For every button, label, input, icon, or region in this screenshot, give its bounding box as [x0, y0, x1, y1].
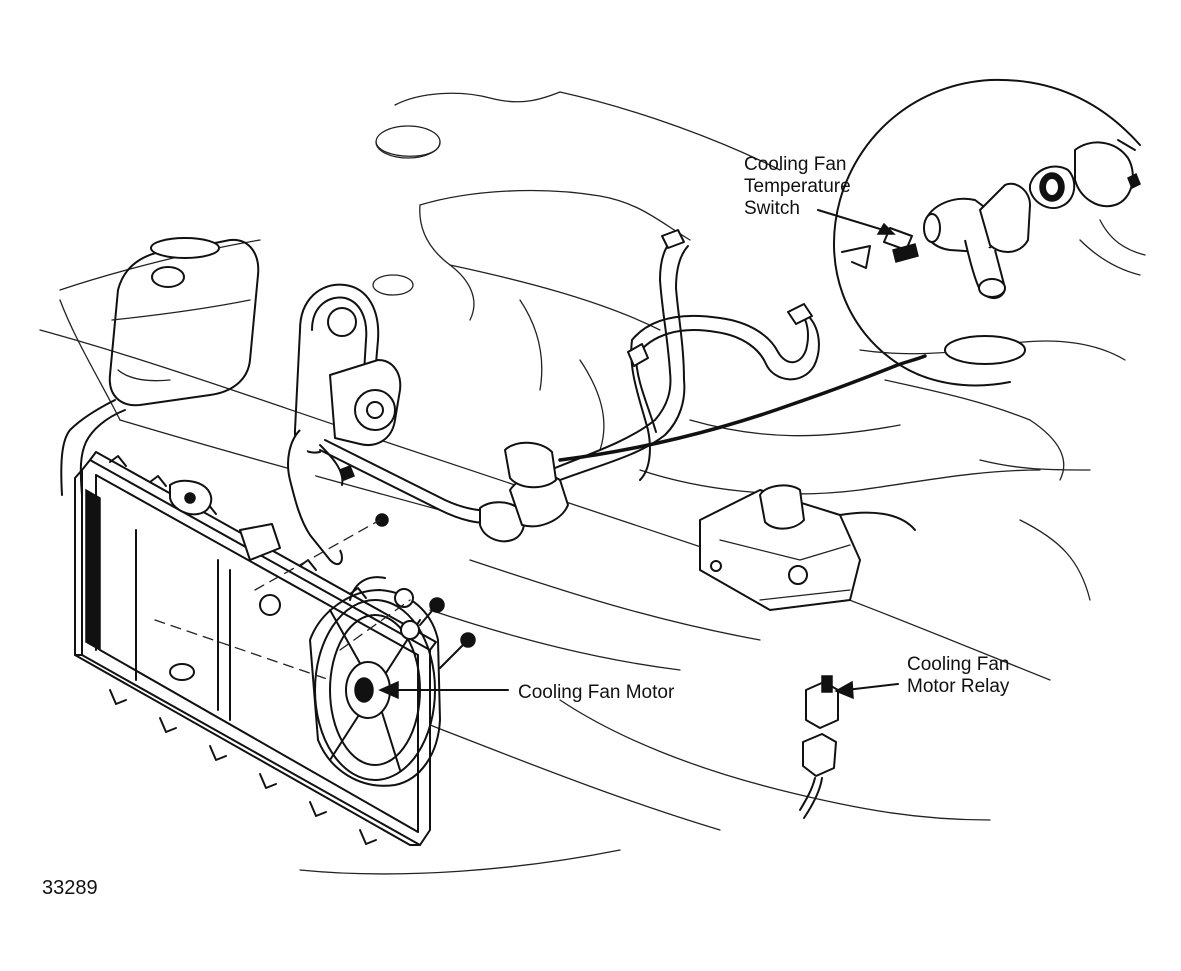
fan-motor-relay-callout-line-2: Motor Relay: [907, 676, 1010, 697]
coolant-pipes: [319, 229, 897, 543]
leader-lines: [378, 209, 899, 700]
alignment-lines: [154, 519, 411, 681]
figure-number: 33289: [42, 877, 98, 899]
temperature-switch-callout-line-2: Temperature: [744, 176, 851, 197]
fan-motor-relay-callout-line-1: Cooling Fan: [907, 654, 1010, 675]
cooling-fan: [309, 576, 476, 787]
temperature-switch-callout-line-1: Cooling Fan: [744, 154, 847, 175]
relay-and-connector: [799, 675, 839, 819]
timing-belt-cover: [287, 283, 402, 566]
temperature-switch-callout: Cooling Fan Temperature Switch: [744, 154, 851, 220]
fan-motor-callout: Cooling Fan Motor: [518, 682, 675, 703]
coolant-reservoir: [60, 237, 260, 496]
engine-bracket: [699, 484, 916, 611]
temperature-switch-callout-line-3: Switch: [744, 198, 800, 219]
switch-detail-inset: [833, 78, 1146, 387]
fan-motor-relay-callout: Cooling Fan Motor Relay: [907, 654, 1009, 698]
radiator-bottom-tank-tabs: [109, 689, 377, 845]
